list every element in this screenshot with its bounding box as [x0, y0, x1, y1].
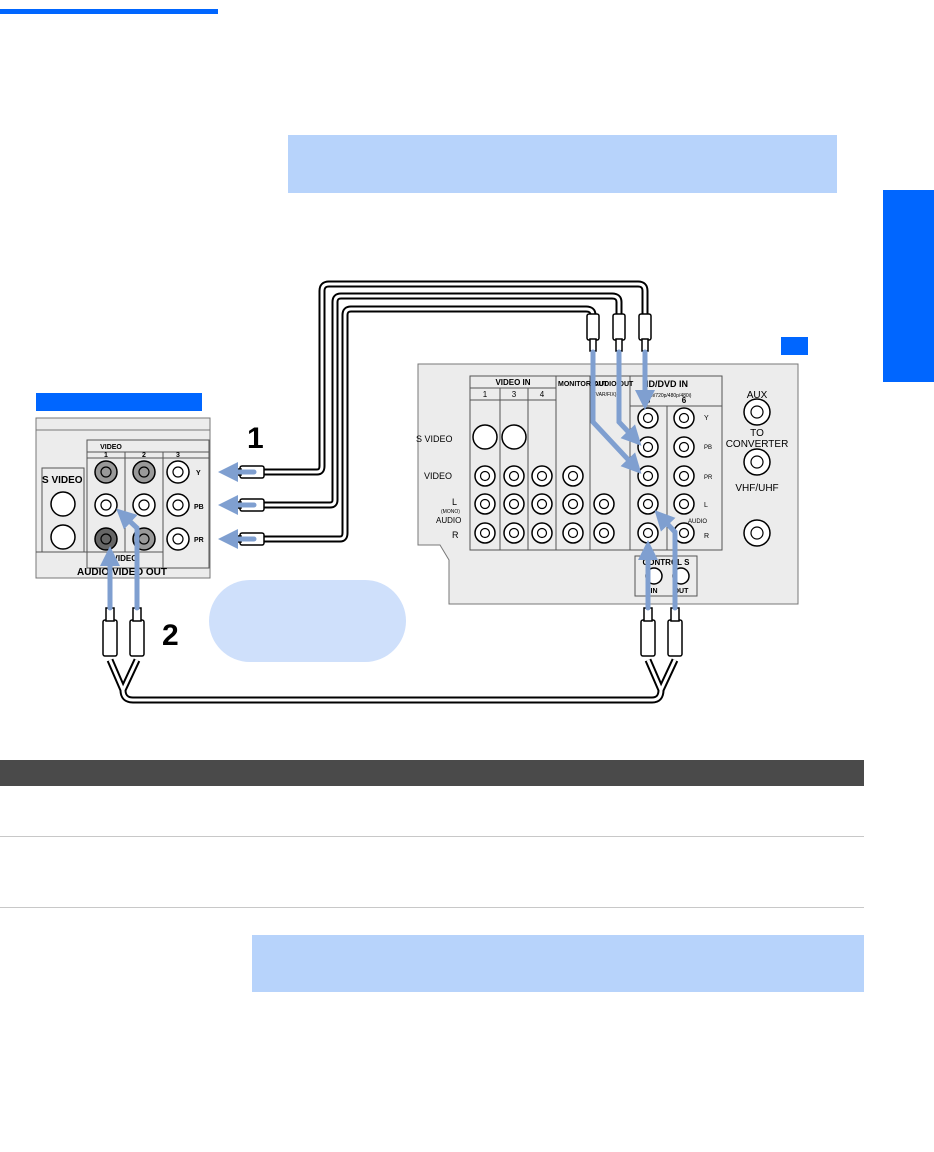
table-header-bar [0, 760, 864, 786]
tv-l-left-label: L [452, 497, 457, 507]
source-video-bottom: VIDEO [113, 554, 138, 563]
tv-hd-dvd-label: HD/DVD IN [642, 379, 688, 389]
tv-monitor-out-label: MONITOR OUT [558, 381, 608, 388]
tv-video-in-label: VIDEO IN [495, 378, 530, 387]
source-rca-jacks [94, 460, 190, 551]
tv-control-s-label: CONTROL S [643, 558, 691, 567]
tv-l-label: L [704, 502, 708, 509]
source-y-label: Y [196, 470, 201, 477]
source-label-bar [36, 393, 202, 411]
tv-hd-dvd-sub: (1080i/720p/480p/480i) [640, 393, 692, 399]
tv-audio-out-sub: (VAR/FIX) [594, 392, 617, 398]
source-footer-label: AUDIO/VIDEO OUT [77, 567, 167, 578]
source-video-label: VIDEO [100, 444, 122, 451]
note-box-top [288, 135, 837, 193]
tv-audio-left-label: AUDIO [436, 516, 461, 525]
tv-label-marker [781, 337, 808, 355]
signal-arrows [100, 349, 678, 611]
tv-r-label: R [704, 533, 709, 540]
tv-col-6: 6 [682, 396, 687, 405]
source-col-3: 3 [176, 452, 180, 459]
tv-video-label: VIDEO [424, 471, 452, 481]
source-s-video-label: S VIDEO [42, 475, 83, 486]
tv-to-label: TO [750, 428, 764, 439]
tv-rear-panel: VIDEO IN 1 3 4 MONITOR OUT AUDIO OUT (VA… [416, 337, 808, 605]
source-col-1: 1 [104, 452, 108, 459]
tv-plugs [586, 313, 652, 352]
tv-r-left-label: R [452, 530, 459, 540]
step-number-1: 1 [247, 422, 264, 455]
source-pb-label: PB [194, 504, 204, 511]
tv-mono-label: (MONO) [441, 509, 460, 515]
tv-s-video-jacks [472, 424, 527, 450]
audio-cable [106, 658, 679, 704]
source-pr-label: PR [194, 537, 204, 544]
tv-pr-label: PR [704, 475, 713, 481]
section-tab [883, 190, 934, 382]
table-row-divider [0, 907, 864, 908]
tv-vhf-uhf-label: VHF/UHF [735, 483, 778, 494]
source-s-video-jacks [50, 491, 76, 550]
callout-oval [209, 580, 406, 662]
tv-y-label: Y [704, 415, 709, 422]
tv-s-video-label: S VIDEO [416, 434, 453, 444]
step-number-2: 2 [162, 619, 179, 652]
tv-aux-label: AUX [747, 390, 768, 401]
source-col-2: 2 [142, 452, 146, 459]
tv-pb-label: PB [704, 445, 712, 451]
tv-col-3: 3 [512, 390, 517, 399]
tv-audio-label: AUDIO [688, 519, 707, 525]
tv-converter-label: CONVERTER [726, 439, 789, 450]
tv-control-in-label: IN [651, 588, 658, 595]
source-device-panel: VIDEO 1 2 3 S VIDEO Y PB PR VIDEO AUDIO/… [35, 393, 211, 579]
table-row-divider [0, 836, 864, 837]
audio-plugs [102, 607, 683, 657]
tv-col-1: 1 [483, 390, 488, 399]
tv-audio-out-label: AUDIO OUT [594, 381, 634, 388]
header-rule [0, 9, 218, 14]
note-box-bottom [252, 935, 864, 992]
tv-control-out-label: OUT [674, 588, 690, 595]
tv-rca-jacks [474, 398, 771, 585]
tv-col-4: 4 [540, 390, 545, 399]
